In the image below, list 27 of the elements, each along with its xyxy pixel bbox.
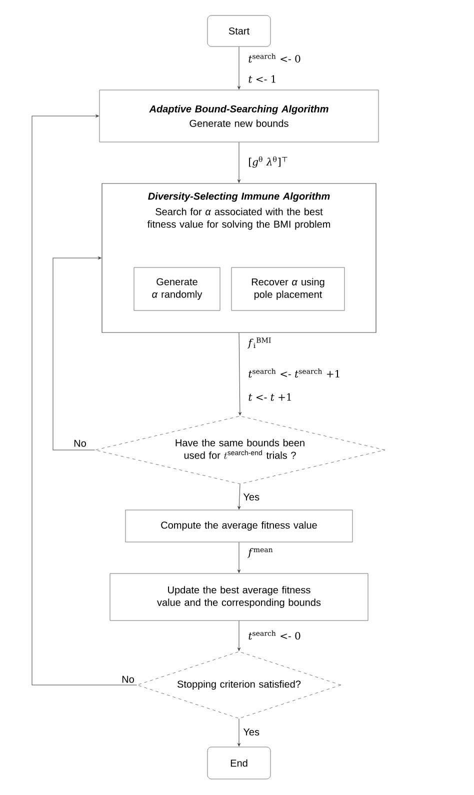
- process-box: Generate α randomly: [134, 267, 220, 311]
- arrow: [238, 620, 240, 651]
- edge-label: [g$^{θ}$ λ$^{θ}$]$^{⊤}$: [247, 155, 290, 169]
- edge-label: No: [72, 438, 88, 448]
- edge-label: t$^{search}$ <- 0: [247, 629, 302, 641]
- terminal-box: Start: [207, 15, 271, 47]
- edge-label: Yes: [242, 728, 261, 736]
- arrow: [238, 542, 240, 573]
- assignment-label: t$^{search}$ <- t$^{search}$ +1: [247, 367, 342, 379]
- edge-label: No: [120, 674, 136, 684]
- process-box: Adaptive Bound-Searching Algorithm Generate new bounds: [99, 90, 379, 142]
- arrow: [32, 114, 138, 686]
- assignment-label: t <- 1: [247, 74, 278, 84]
- arrow: [238, 46, 240, 90]
- edge-label: t$^{search}$ <- 0: [247, 52, 302, 64]
- arrow: [238, 332, 242, 416]
- assignment-label: t <- t +1: [247, 392, 294, 402]
- process-box: Update the best average fitness value and the corresponding bounds: [110, 573, 368, 621]
- edge-label: Yes: [242, 492, 261, 502]
- arrow: [238, 718, 240, 746]
- arrow: [238, 142, 240, 183]
- terminal-box: End: [207, 746, 271, 780]
- process-box: Compute the average fitness value: [125, 510, 353, 542]
- arrow: [52, 256, 102, 450]
- process-box: Recover α using pole placement: [231, 267, 345, 311]
- edge-label: f$^{mean}$: [247, 547, 274, 559]
- arrow: [238, 484, 241, 510]
